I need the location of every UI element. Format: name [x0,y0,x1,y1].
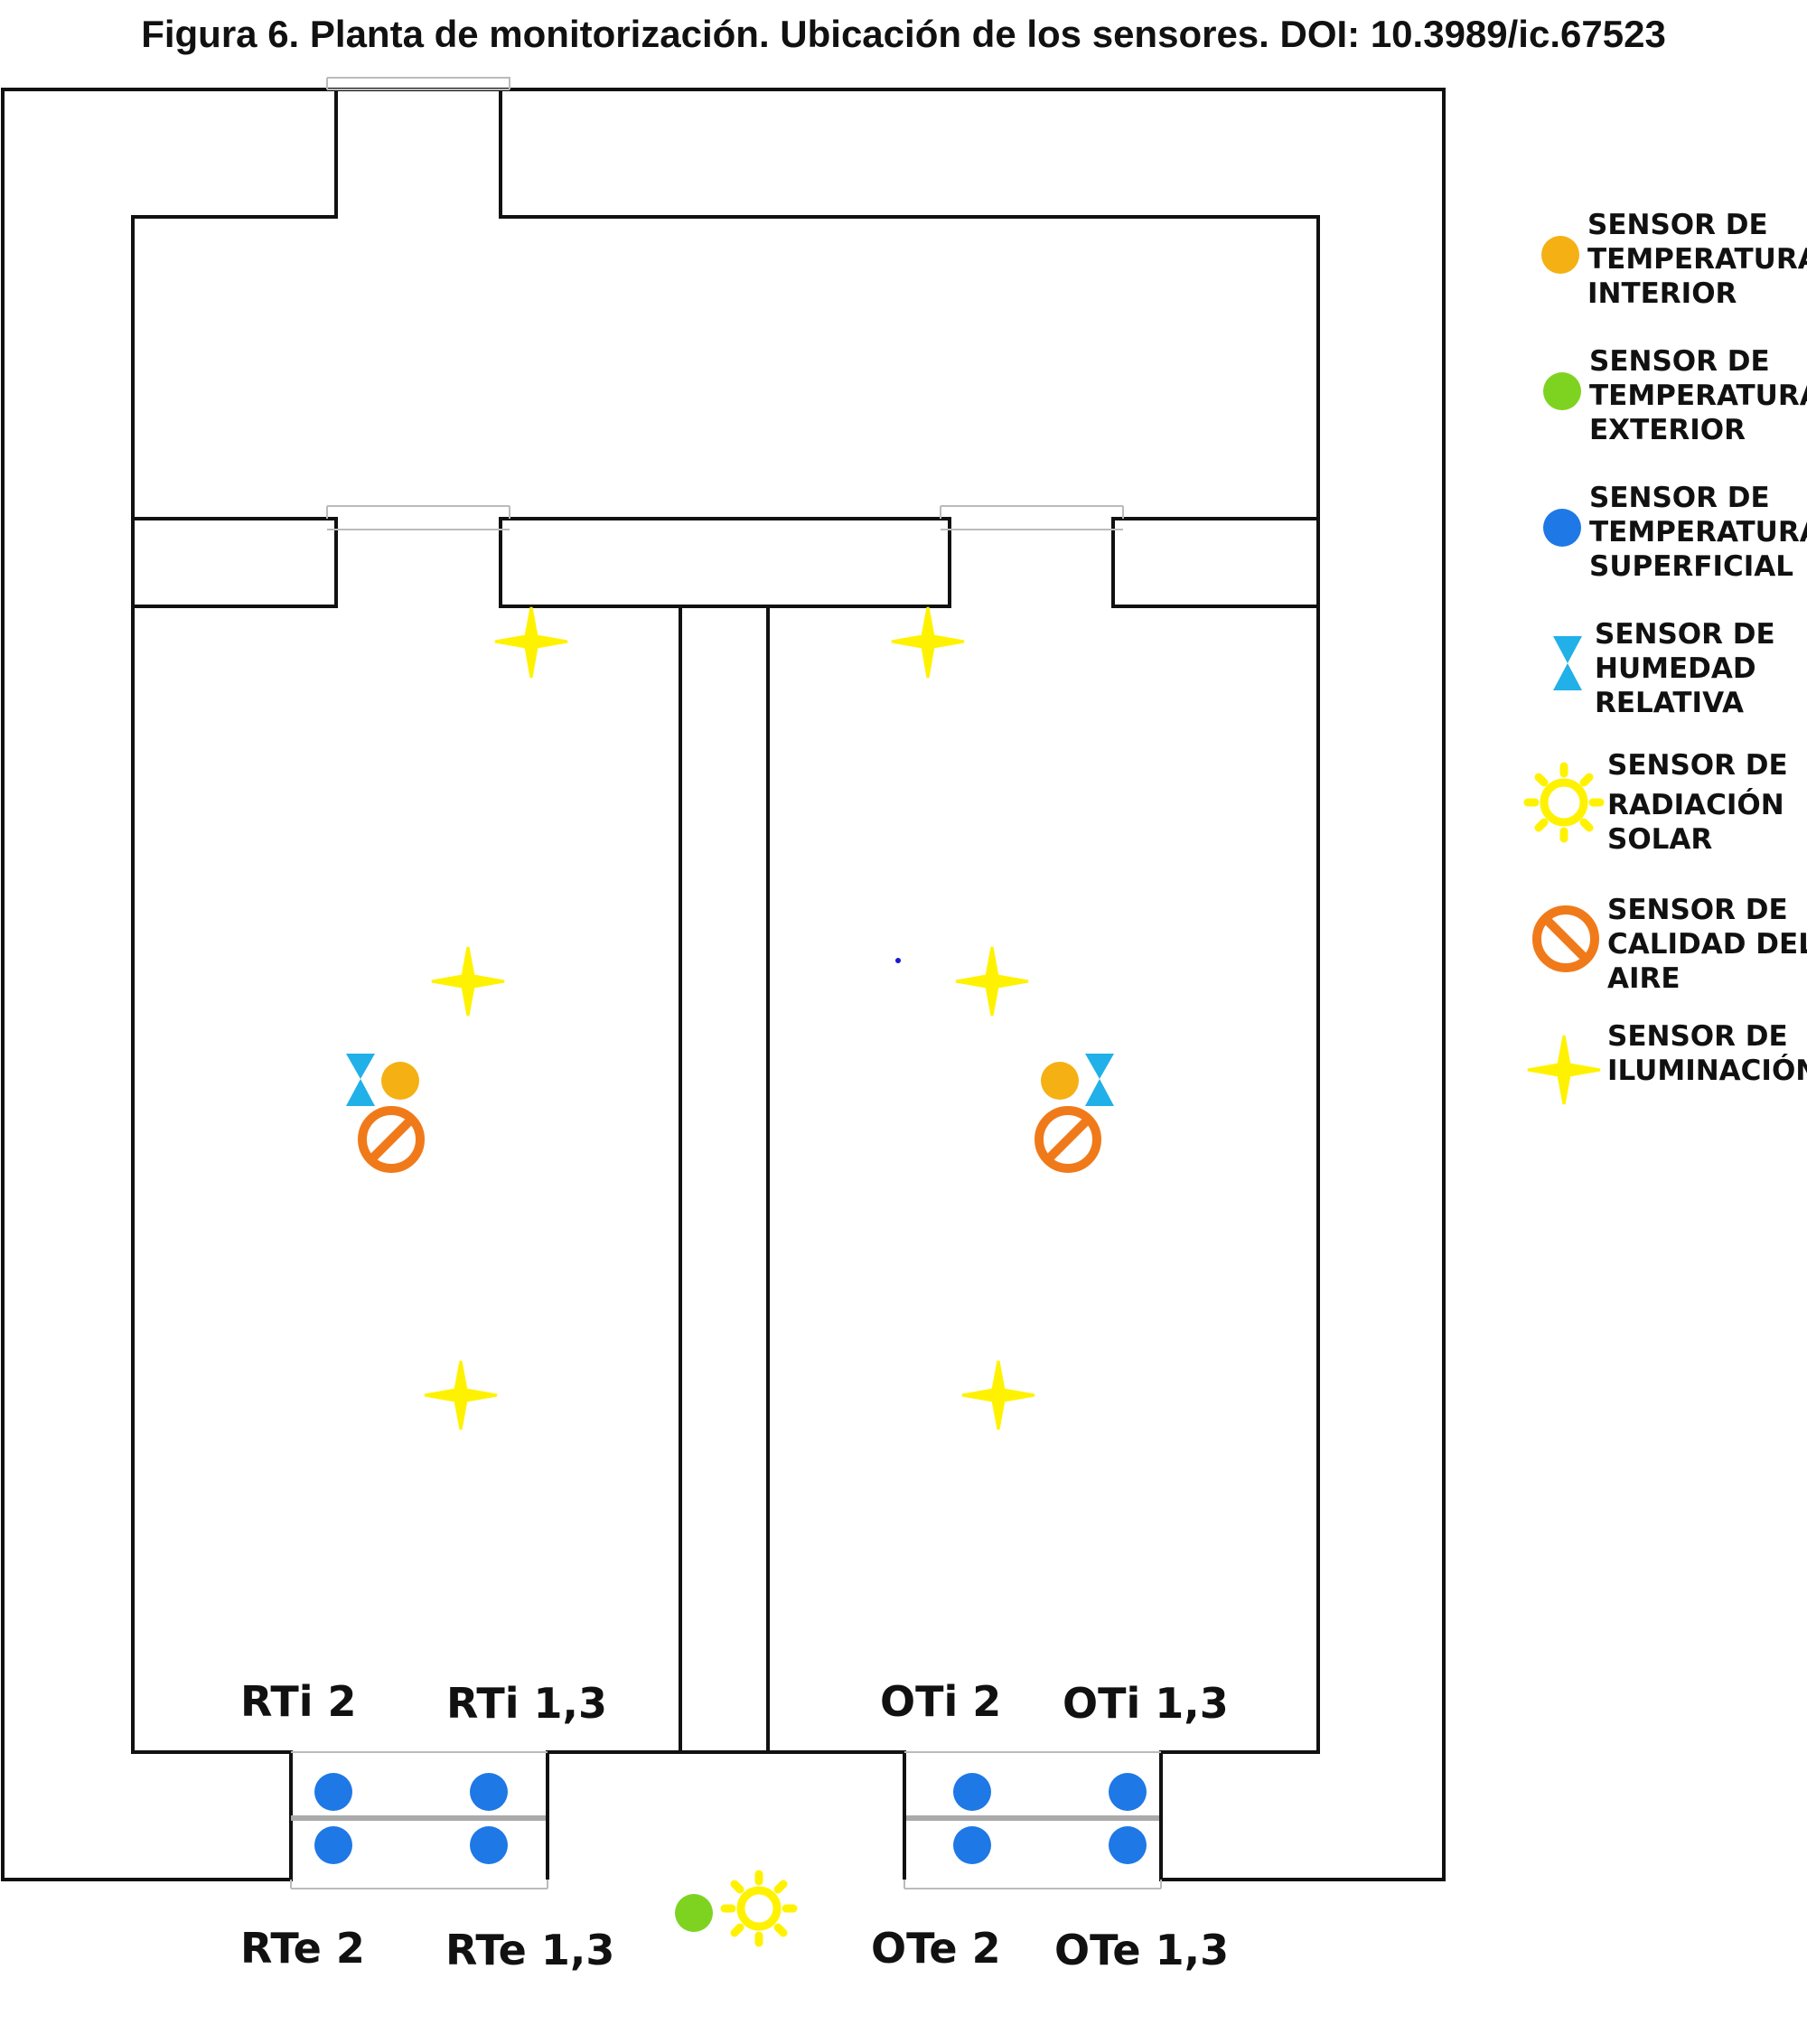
label-rti13: RTi 1,3 [446,1679,607,1728]
interior-temperature-sensor [381,1062,419,1100]
surface-temperature-sensor [314,1773,352,1811]
illumination-sensor [424,1360,498,1430]
outer-wall-left [1,88,338,1881]
label-ote13: OTe 1,3 [1054,1926,1229,1974]
label-oti13: OTi 1,3 [1063,1679,1229,1728]
center-bottom-wall [546,1750,906,1880]
door-opening-left [326,505,510,530]
legend-humidity-icon [1553,636,1582,690]
label-oti2: OTi 2 [880,1677,1001,1726]
surface-temperature-sensor [953,1826,991,1864]
stray-dot [895,958,901,963]
corridor-wall-left [131,517,338,608]
legend-surface-temperature-icon [1543,509,1581,547]
exterior-temperature-sensor [675,1894,713,1932]
legend-humidity: SENSOR DE HUMEDAD RELATIVA [1595,618,1775,719]
illumination-sensor [891,606,965,679]
solar-radiation-sensor [720,1870,798,1947]
corridor-wall-right [1111,517,1320,608]
label-ote2: OTe 2 [871,1924,1001,1973]
air-quality-sensor [358,1106,425,1173]
surface-temperature-sensor [470,1773,508,1811]
legend-interior-temperature-icon [1541,236,1579,274]
surface-temperature-sensor [1109,1826,1147,1864]
figure-title: Figura 6. Planta de monitorización. Ubic… [141,13,1666,55]
legend-illumination-icon [1527,1035,1601,1105]
outer-wall [336,88,1446,1881]
humidity-sensor [346,1054,375,1106]
label-rti2: RTi 2 [240,1677,357,1726]
illumination-sensor [961,1360,1035,1430]
label-rte13: RTe 1,3 [445,1926,614,1974]
legend-air-quality: SENSOR DE CALIDAD DEL AIRE [1607,894,1807,995]
window-frame-right [904,1751,1162,1889]
central-partition [679,606,770,1752]
corridor-wall-center [499,517,951,608]
surface-temperature-sensor [953,1773,991,1811]
air-quality-sensor [1035,1106,1101,1173]
window-frame-left [290,1751,548,1889]
legend-solar-radiation-icon [1523,762,1605,843]
surface-temperature-sensor [1109,1773,1147,1811]
legend-exterior-temperature-icon [1543,372,1581,410]
surface-temperature-sensor [470,1826,508,1864]
illumination-sensor [955,946,1029,1017]
label-rte2: RTe 2 [240,1924,365,1973]
door-opening-right [940,505,1124,530]
top-door-opening [326,77,510,90]
humidity-sensor [1085,1054,1114,1106]
legend-illumination: SENSOR DE ILUMINACIÓN [1607,1020,1807,1087]
legend-interior-temperature: SENSOR DE TEMPERATURA INTERIOR [1587,209,1807,310]
illumination-sensor [494,606,568,679]
interior-temperature-sensor [1041,1062,1079,1100]
legend-air-quality-icon [1532,905,1599,972]
legend-solar-radiation: SENSOR DE RADIACIÓN SOLAR [1607,749,1788,856]
surface-temperature-sensor [314,1826,352,1864]
illumination-sensor [431,946,505,1017]
legend-exterior-temperature: SENSOR DE TEMPERATURA EXTERIOR [1589,345,1807,446]
legend-surface-temperature: SENSOR DE TEMPERATURA SUPERFICIAL [1589,482,1807,583]
